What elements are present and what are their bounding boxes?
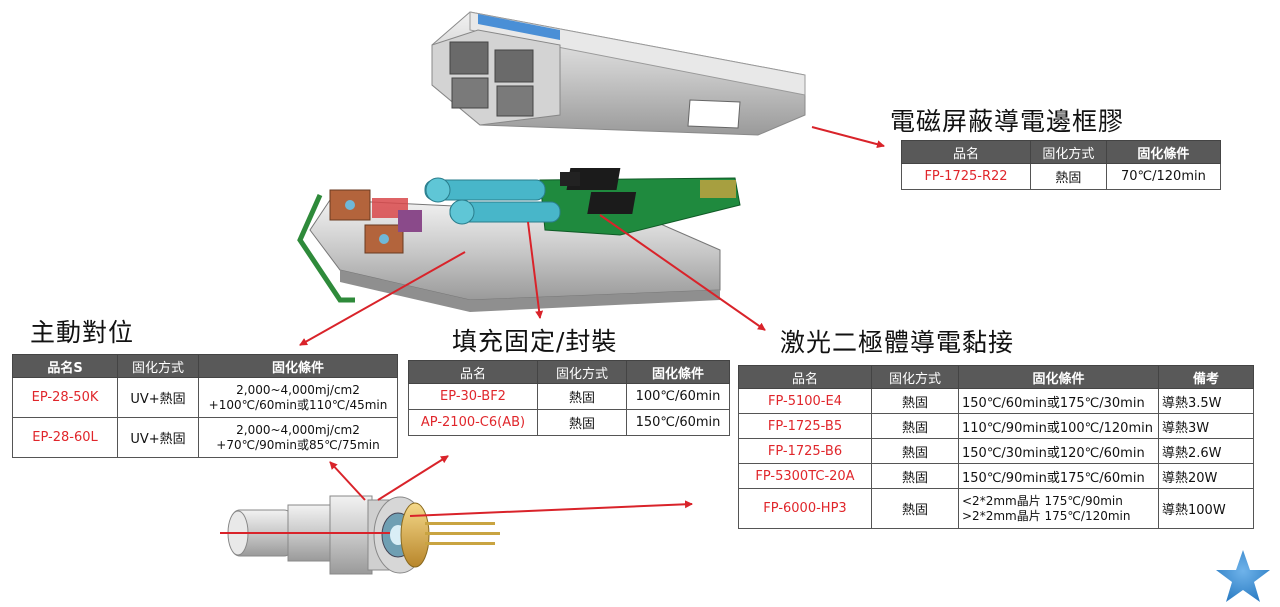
cure-method: UV+熱固 bbox=[117, 417, 199, 458]
table-row: EP-28-60L UV+熱固 2,000~4,000mj/cm2 +70℃/9… bbox=[12, 417, 398, 458]
cure-method: 熱固 bbox=[871, 413, 959, 439]
table-row: EP-30-BF2 熱固 100℃/60min bbox=[408, 383, 730, 410]
table-row: EP-28-50K UV+熱固 2,000~4,000mj/cm2 +100℃/… bbox=[12, 377, 398, 418]
part-number: FP-6000-HP3 bbox=[738, 488, 872, 529]
cure-condition: 150℃/60min bbox=[626, 409, 730, 436]
cure-condition-line: >2*2mm晶片 175℃/120min bbox=[962, 508, 1131, 523]
cure-method: 熱固 bbox=[871, 463, 959, 489]
col-header: 品名S bbox=[12, 354, 118, 378]
col-header: 固化方式 bbox=[1030, 140, 1107, 164]
table-row: FP-5300TC-20A 熱固 150℃/90min或175℃/60min 導… bbox=[738, 463, 1254, 489]
part-number: FP-5100-E4 bbox=[738, 388, 872, 414]
part-number: FP-1725-B6 bbox=[738, 438, 872, 464]
laser-title: 激光二極體導電黏接 bbox=[780, 328, 1015, 357]
cure-method: 熱固 bbox=[871, 388, 959, 414]
fill-table: 品名 固化方式 固化條件 EP-30-BF2 熱固 100℃/60min AP-… bbox=[408, 360, 730, 436]
col-header: 固化條件 bbox=[1105, 140, 1222, 164]
cure-method: 熱固 bbox=[871, 438, 959, 464]
part-number: FP-1725-B5 bbox=[738, 413, 872, 439]
emi-table: 品名 固化方式 固化條件 FP-1725-R22 熱固 70℃/120min bbox=[901, 140, 1222, 190]
cure-method: 熱固 bbox=[1030, 163, 1107, 190]
cure-method: 熱固 bbox=[537, 383, 627, 410]
note: 導熱3.5W bbox=[1158, 388, 1254, 414]
note: 導熱2.6W bbox=[1158, 438, 1254, 464]
col-header: 品名 bbox=[901, 140, 1031, 164]
part-number: EP-28-50K bbox=[12, 377, 118, 418]
part-number: FP-1725-R22 bbox=[901, 163, 1031, 190]
alignment-table: 品名S 固化方式 固化條件 EP-28-50K UV+熱固 2,000~4,00… bbox=[12, 354, 398, 458]
fill-title: 填充固定/封裝 bbox=[452, 327, 618, 356]
cure-condition: 2,000~4,000mj/cm2 +70℃/90min或85℃/75min bbox=[198, 417, 398, 458]
note: 導熱100W bbox=[1158, 488, 1254, 529]
sfp-cage-illustration bbox=[431, 11, 806, 136]
cure-condition-line: 2,000~4,000mj/cm2 bbox=[236, 422, 360, 437]
note: 導熱20W bbox=[1158, 463, 1254, 489]
alignment-title: 主動對位 bbox=[30, 318, 135, 347]
part-number: EP-30-BF2 bbox=[408, 383, 538, 410]
col-header: 固化條件 bbox=[958, 365, 1159, 389]
cure-condition: 150℃/90min或175℃/60min bbox=[958, 463, 1159, 489]
cure-condition: 2,000~4,000mj/cm2 +100℃/60min或110℃/45min bbox=[198, 377, 398, 418]
table-row: AP-2100-C6(AB) 熱固 150℃/60min bbox=[408, 409, 730, 436]
col-header: 固化條件 bbox=[626, 360, 730, 384]
table-row: FP-5100-E4 熱固 150℃/60min或175℃/30min 導熱3.… bbox=[738, 388, 1254, 414]
cure-condition: <2*2mm晶片 175℃/90min >2*2mm晶片 175℃/120min bbox=[958, 488, 1159, 529]
to-can-laser-illustration bbox=[220, 495, 500, 575]
star-icon bbox=[1216, 550, 1270, 602]
callout-arrows bbox=[299, 126, 885, 517]
laser-table: 品名 固化方式 固化條件 備考 FP-5100-E4 熱固 150℃/60min… bbox=[738, 365, 1254, 529]
emi-title: 電磁屏蔽導電邊框膠 bbox=[890, 107, 1125, 136]
table-row: FP-6000-HP3 熱固 <2*2mm晶片 175℃/90min >2*2m… bbox=[738, 488, 1254, 529]
cure-condition-line: <2*2mm晶片 175℃/90min bbox=[962, 493, 1123, 508]
cure-condition-line: +100℃/60min或110℃/45min bbox=[208, 397, 388, 412]
cure-condition-line: +70℃/90min或85℃/75min bbox=[216, 437, 380, 452]
col-header: 品名 bbox=[408, 360, 538, 384]
table-row: FP-1725-B5 熱固 110℃/90min或100℃/120min 導熱3… bbox=[738, 413, 1254, 439]
cure-method: 熱固 bbox=[871, 488, 959, 529]
col-header: 固化條件 bbox=[198, 354, 398, 378]
sfp-module-illustration bbox=[297, 168, 741, 312]
col-header: 固化方式 bbox=[871, 365, 959, 389]
cure-condition: 110℃/90min或100℃/120min bbox=[958, 413, 1159, 439]
col-header: 品名 bbox=[738, 365, 872, 389]
col-header: 備考 bbox=[1158, 365, 1254, 389]
cure-condition: 150℃/30min或120℃/60min bbox=[958, 438, 1159, 464]
note: 導熱3W bbox=[1158, 413, 1254, 439]
cure-condition: 70℃/120min bbox=[1105, 163, 1222, 190]
cure-condition: 150℃/60min或175℃/30min bbox=[958, 388, 1159, 414]
cure-condition-line: 2,000~4,000mj/cm2 bbox=[236, 382, 360, 397]
cure-method: UV+熱固 bbox=[117, 377, 199, 418]
cure-condition: 100℃/60min bbox=[626, 383, 730, 410]
cure-method: 熱固 bbox=[537, 409, 627, 436]
table-row: FP-1725-R22 熱固 70℃/120min bbox=[901, 163, 1222, 190]
col-header: 固化方式 bbox=[537, 360, 627, 384]
col-header: 固化方式 bbox=[117, 354, 199, 378]
table-row: FP-1725-B6 熱固 150℃/30min或120℃/60min 導熱2.… bbox=[738, 438, 1254, 464]
part-number: EP-28-60L bbox=[12, 417, 118, 458]
part-number: AP-2100-C6(AB) bbox=[408, 409, 538, 436]
part-number: FP-5300TC-20A bbox=[738, 463, 872, 489]
